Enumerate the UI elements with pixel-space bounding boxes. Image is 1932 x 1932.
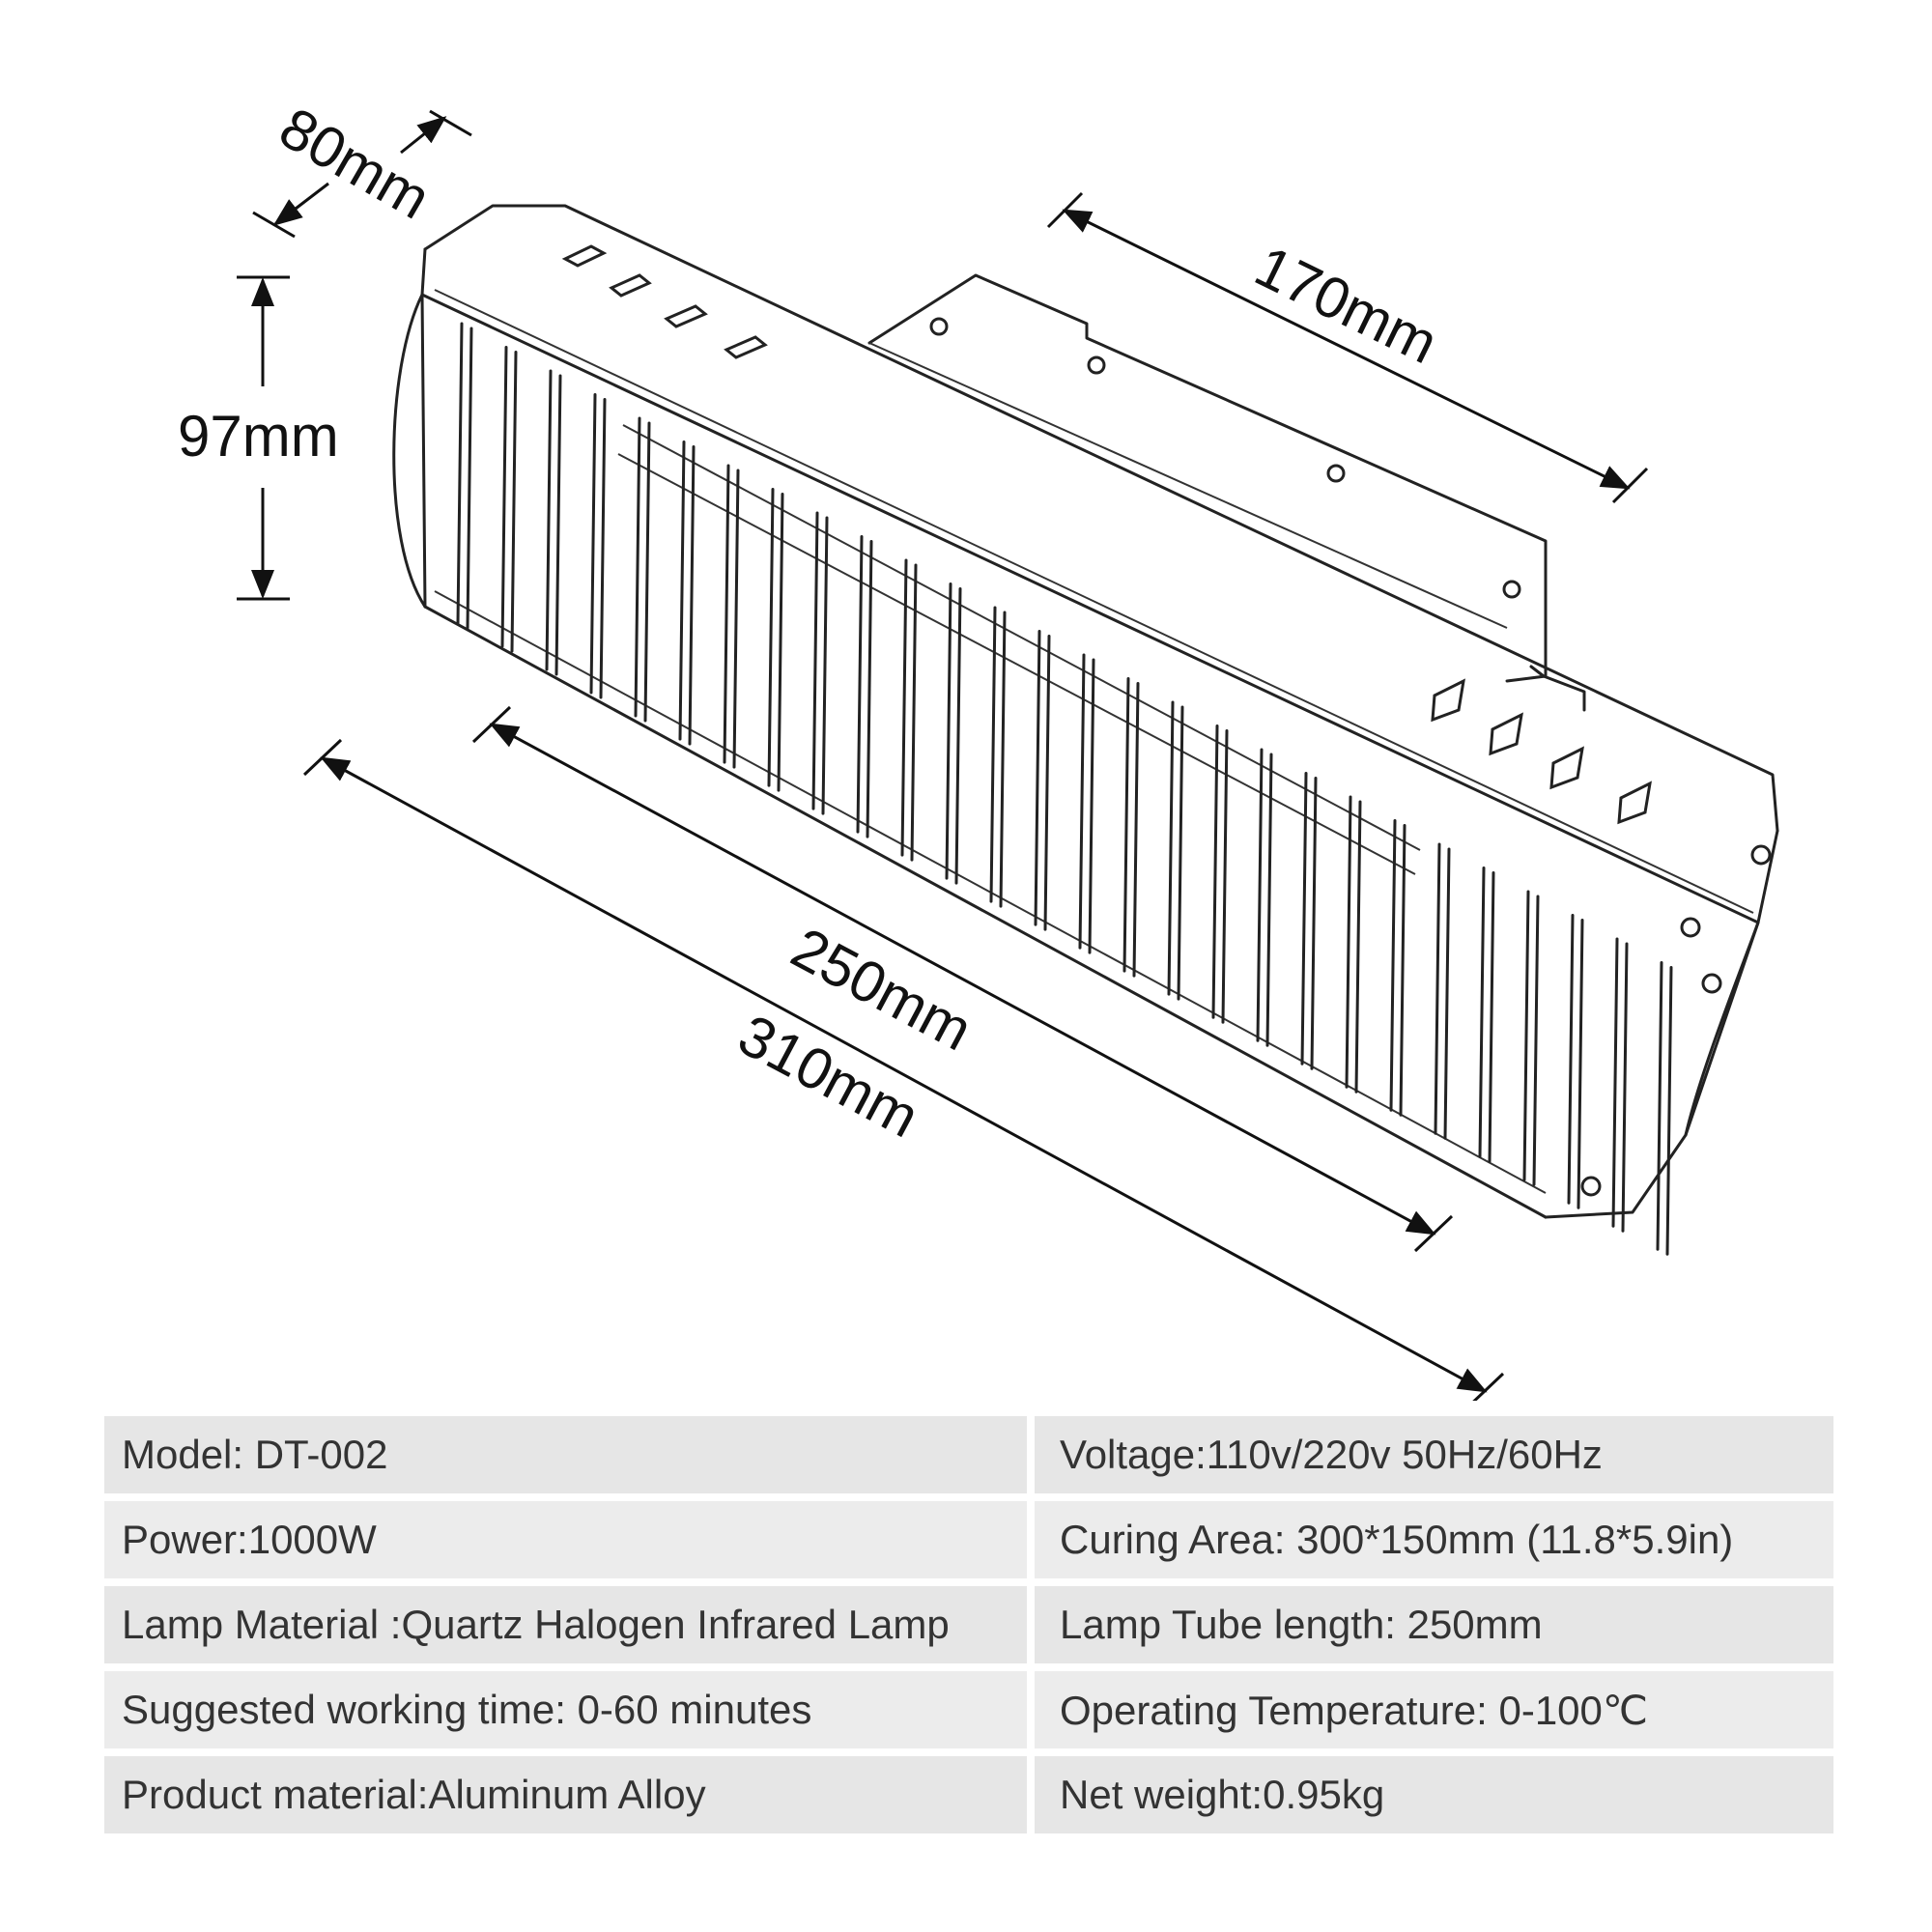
spec-curing-area: Curing Area: 300*150mm (11.8*5.9in) [1035, 1501, 1833, 1578]
grille-bar [589, 393, 607, 699]
spec-net-weight: Net weight:0.95kg [1035, 1756, 1833, 1833]
vent-slot [664, 304, 708, 328]
screw [1701, 973, 1722, 994]
dimension-height: 97mm [178, 275, 339, 601]
grille-bar [1034, 630, 1051, 931]
grille-bar [1478, 867, 1495, 1163]
grille-bar [900, 558, 918, 862]
screw [1680, 917, 1701, 938]
dimension-depth: 80mm [252, 95, 472, 239]
grille-bar [1611, 937, 1629, 1233]
vent-slot [724, 335, 768, 359]
bracket-hole [929, 317, 949, 336]
grille-bar [1567, 914, 1584, 1209]
grille-bar [1167, 700, 1184, 1001]
spec-row: Model: DT-002 Voltage:110v/220v 50Hz/60H… [104, 1416, 1833, 1493]
spec-model: Model: DT-002 [104, 1416, 1027, 1493]
vent-slot [609, 273, 652, 298]
spec-row: Lamp Material :Quartz Halogen Infrared L… [104, 1586, 1833, 1663]
screw [1750, 844, 1772, 866]
grille-bar [989, 606, 1007, 908]
grille-bar [811, 511, 829, 815]
grille-bar [678, 440, 696, 746]
grille-bar [634, 416, 651, 723]
specification-table: Model: DT-002 Voltage:110v/220v 50Hz/60H… [104, 1416, 1833, 1841]
bracket-hole [1326, 464, 1346, 483]
spec-tube-length: Lamp Tube length: 250mm [1035, 1586, 1833, 1663]
spec-operating-temperature: Operating Temperature: 0-100℃ [1035, 1671, 1833, 1748]
vent-slot [1549, 746, 1584, 790]
spec-product-material: Product material:Aluminum Alloy [104, 1756, 1027, 1833]
spec-row: Suggested working time: 0-60 minutes Ope… [104, 1671, 1833, 1748]
grille-bar [767, 488, 784, 792]
screw [1580, 1176, 1602, 1197]
grille-bar [723, 464, 740, 769]
heater-line-drawing: 80mm 97mm 170mm 250mm 310mm [178, 95, 1779, 1401]
grille-bar [545, 369, 562, 676]
grille-bar [1078, 653, 1095, 954]
bracket-hole [1502, 580, 1521, 599]
grille-bar [1122, 677, 1140, 978]
grille-bar [1434, 842, 1451, 1140]
vent-slot [1489, 712, 1523, 756]
grille-bar [945, 582, 962, 885]
grille-bar [456, 322, 473, 630]
vent-slot [1617, 781, 1652, 825]
grille-bar [856, 535, 873, 838]
grille-bar [1522, 890, 1540, 1186]
spec-row: Product material:Aluminum Alloy Net weig… [104, 1756, 1833, 1833]
grille-bar [1656, 961, 1673, 1256]
spec-power: Power:1000W [104, 1501, 1027, 1578]
grille-bar [500, 346, 518, 653]
spec-lamp-material: Lamp Material :Quartz Halogen Infrared L… [104, 1586, 1027, 1663]
spec-row: Power:1000W Curing Area: 300*150mm (11.8… [104, 1501, 1833, 1578]
bracket-length-label: 170mm [1245, 233, 1447, 376]
dimension-bracket-length: 170mm [1046, 191, 1649, 504]
height-label: 97mm [178, 404, 339, 469]
vent-slot [561, 244, 608, 268]
vent-slot [1431, 678, 1465, 723]
spec-voltage: Voltage:110v/220v 50Hz/60Hz [1035, 1416, 1833, 1493]
bracket-hole [1087, 355, 1106, 375]
spec-working-time: Suggested working time: 0-60 minutes [104, 1671, 1027, 1748]
